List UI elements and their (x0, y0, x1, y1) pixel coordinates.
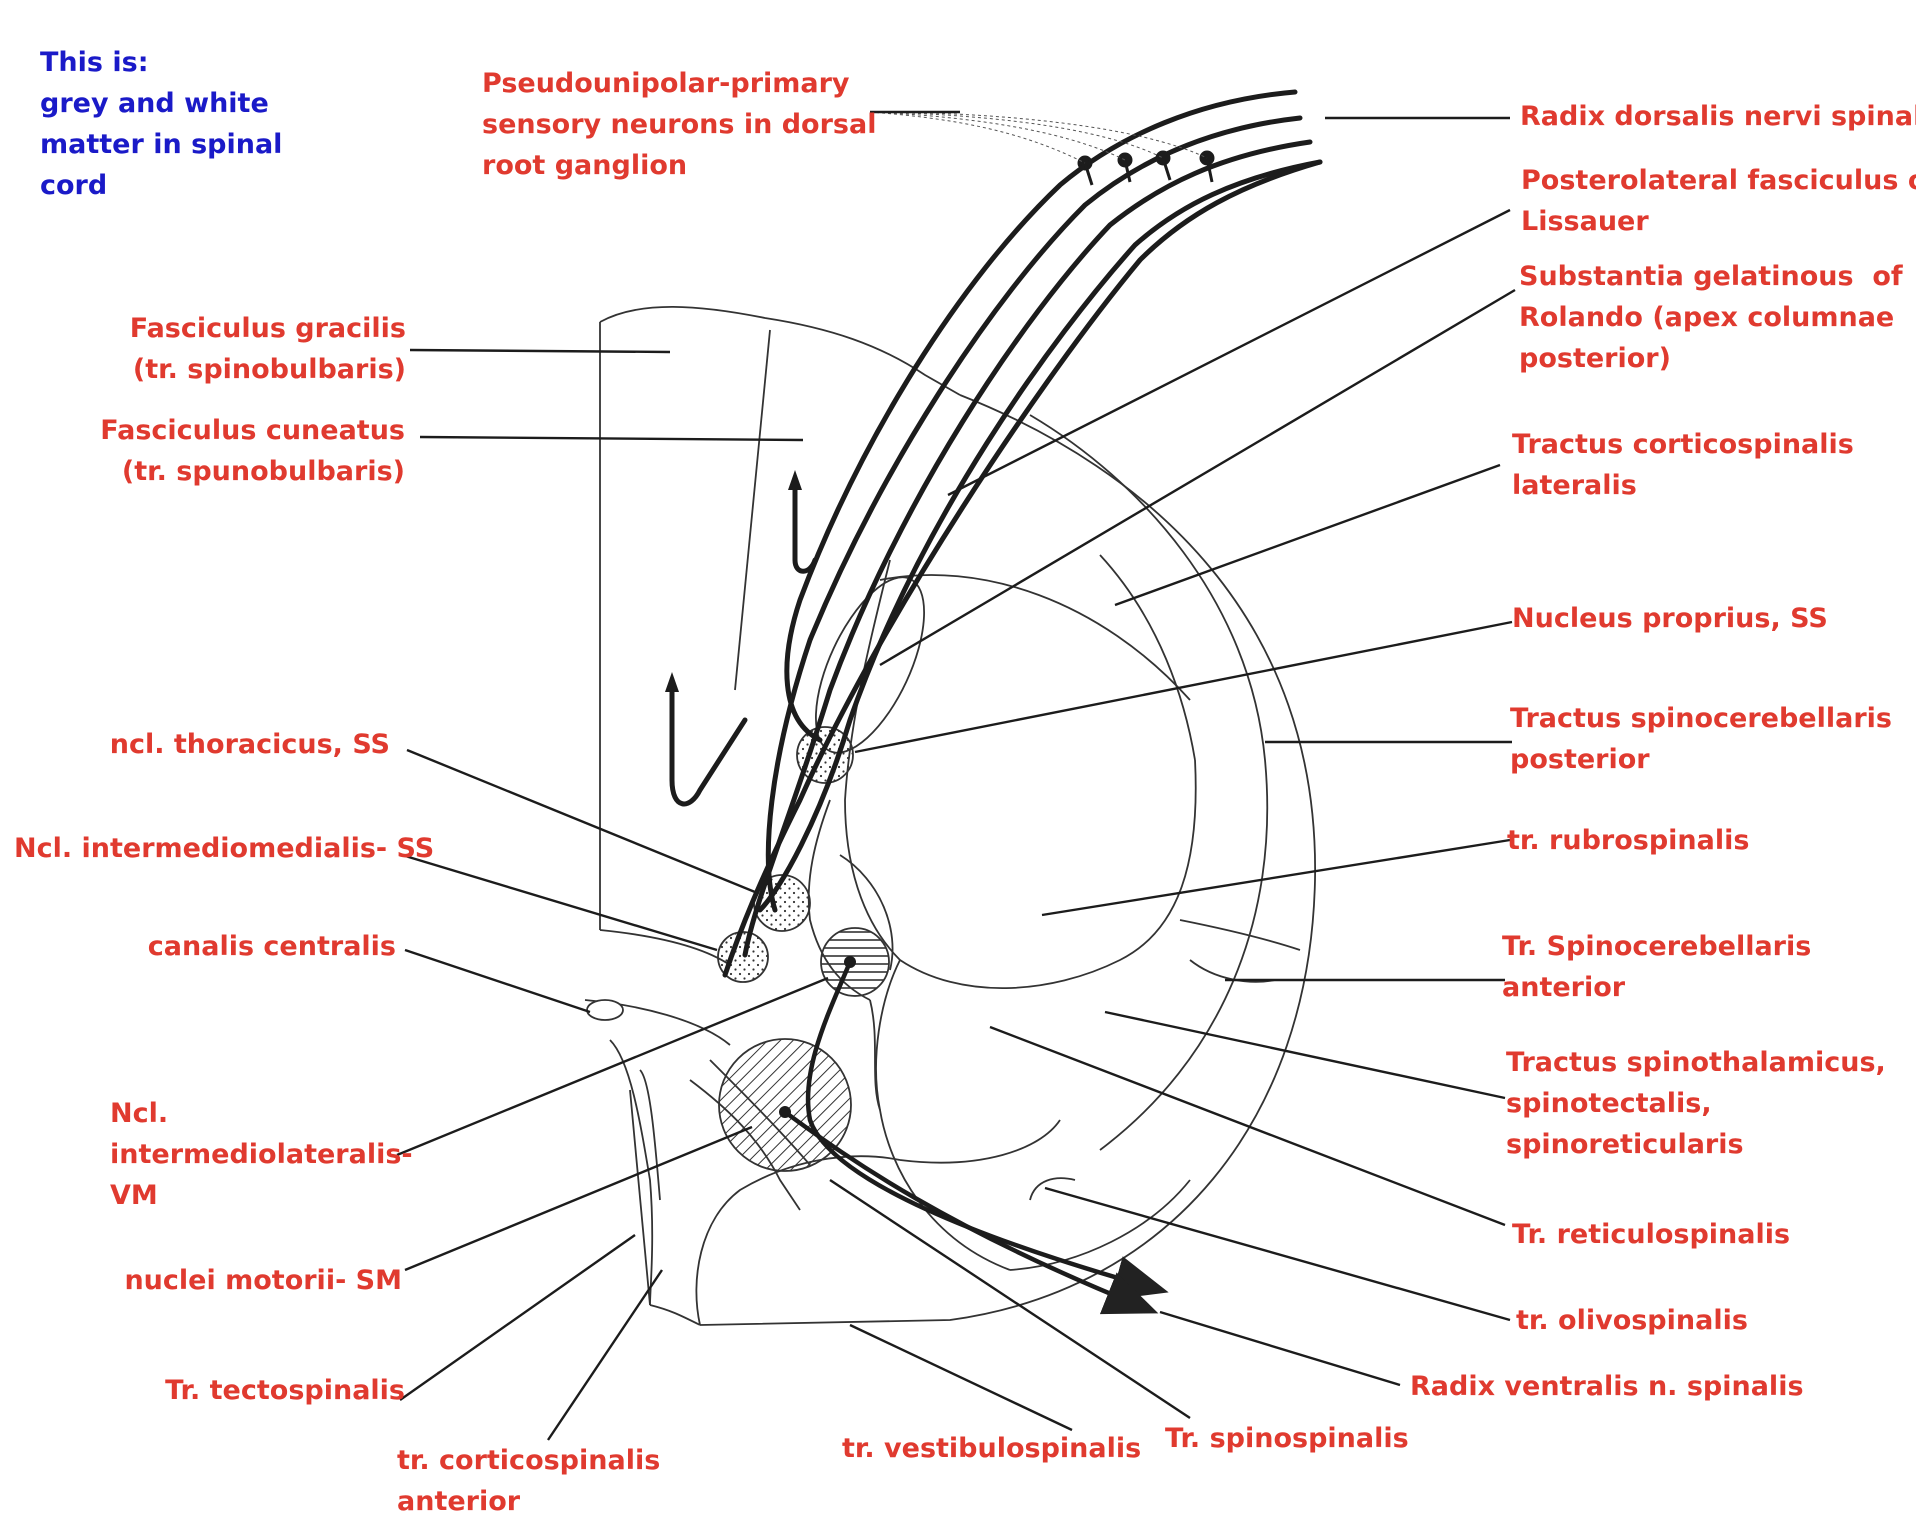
ventral-root-fibers (782, 959, 1169, 1315)
label-pseudounipolar: Pseudounipolar-primary sensory neurons i… (482, 68, 877, 181)
label-intermediolateral: Ncl. intermediolateralis- VM (110, 1098, 413, 1211)
ascending-arrowheads (665, 470, 802, 692)
label-spinospinal: Tr. spinospinalis (1165, 1423, 1409, 1454)
label-radix-dorsalis: Radix dorsalis nervi spinalis (1520, 101, 1916, 132)
label-spinocerebellar-anterior: Tr. Spinocerebellaris anterior (1502, 931, 1812, 1003)
label-gracilis: Fasciculus gracilis (tr. spinobulbaris) (129, 313, 406, 385)
label-vestibulospinal: tr. vestibulospinalis (842, 1433, 1142, 1464)
label-canalis-centralis: canalis centralis (147, 931, 396, 962)
label-spinothalamic: Tractus spinothalamicus, spinotectalis, … (1506, 1047, 1886, 1160)
leader-lines (396, 110, 1516, 1441)
label-radix-ventralis: Radix ventralis n. spinalis (1410, 1371, 1804, 1402)
central-canal (586, 999, 624, 1021)
label-lissauer: Posterolateral fasciculus of Lissauer (1521, 165, 1916, 237)
label-corticospinal-anterior: tr. corticospinalis anterior (397, 1445, 661, 1517)
label-tectospinal: Tr. tectospinalis (165, 1375, 405, 1406)
label-nucleus-proprius: Nucleus proprius, SS (1512, 603, 1828, 634)
label-corticospinal-lateral: Tractus corticospinalis lateralis (1512, 429, 1854, 501)
nucleus-proprius-shape (796, 726, 854, 784)
diagram-note: This is: grey and white matter in spinal… (40, 47, 283, 201)
ganglion-dash-lines (869, 111, 1208, 164)
label-cuneatus: Fasciculus cuneatus (tr. spunobulbaris) (100, 415, 405, 487)
cord-outline (584, 305, 1316, 1326)
ascending-fibers (669, 477, 818, 807)
label-nuclei-motorii: nuclei motorii- SM (124, 1265, 402, 1296)
label-spinocerebellar-posterior: Tractus spinocerebellaris posterior (1510, 703, 1892, 775)
label-thoracicus: ncl. thoracicus, SS (109, 729, 390, 760)
label-olivospinal: tr. olivospinalis (1516, 1305, 1748, 1336)
dorsal-root-fibers (722, 89, 1323, 978)
label-gelatinous: Substantia gelatinous of Rolando (apex c… (1519, 261, 1903, 374)
label-intermediomedial: Ncl. intermediomedialis- SS (14, 833, 435, 864)
label-reticulospinal: Tr. reticulospinalis (1512, 1219, 1791, 1250)
label-rubrospinal: tr. rubrospinalis (1507, 825, 1750, 856)
